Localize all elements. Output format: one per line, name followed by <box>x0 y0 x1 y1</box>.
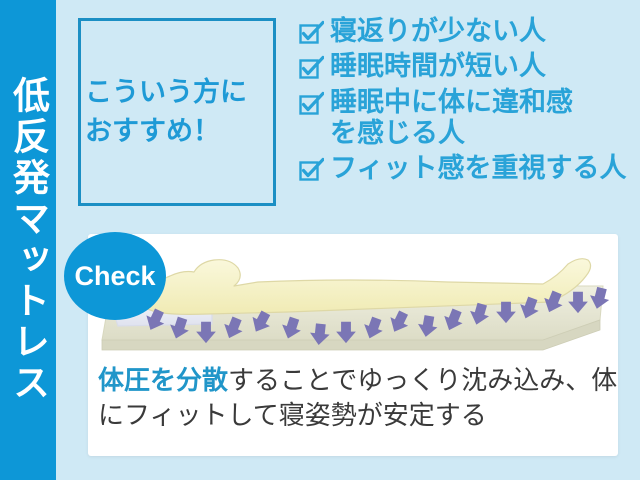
check-badge: Check <box>64 232 166 320</box>
list-item: 睡眠中に体に違和感 を感じる人 <box>298 87 638 150</box>
checkbox-checked-icon <box>298 91 324 117</box>
checkbox-checked-icon <box>298 20 324 46</box>
checklist: 寝返りが少ない人 睡眠時間が短い人 睡眠中に体に違和感 を感じる人 <box>298 16 638 189</box>
list-item: 睡眠時間が短い人 <box>298 51 638 82</box>
list-item-label: 寝返りが少ない人 <box>330 16 546 47</box>
product-title: 低反発マットレス <box>6 76 50 404</box>
recommend-box: こういう方に おすすめ！ <box>78 18 276 206</box>
list-item-label: フィット感を重視する人 <box>330 153 627 185</box>
vertical-title-banner: 低反発マットレス <box>0 0 56 480</box>
list-item-label: 睡眠時間が短い人 <box>330 51 546 83</box>
list-item: フィット感を重視する人 <box>298 153 638 184</box>
mattress-illustration <box>88 234 618 362</box>
checkbox-checked-icon <box>298 55 324 81</box>
illustration-card <box>88 234 618 456</box>
list-item-label: 睡眠中に体に違和感 を感じる人 <box>330 86 573 149</box>
caption-rest: することでゆっくり沈み込み、体にフィットして寝姿勢が安定する <box>98 366 618 431</box>
caption-highlight: 体圧を分散 <box>98 366 229 396</box>
list-item: 寝返りが少ない人 <box>298 16 638 47</box>
check-badge-label: Check <box>74 260 156 291</box>
checkbox-checked-icon <box>298 157 324 183</box>
caption: 体圧を分散することでゆっくり沈み込み、体にフィットして寝姿勢が安定する <box>98 364 618 434</box>
recommend-text: こういう方に おすすめ！ <box>85 76 247 147</box>
